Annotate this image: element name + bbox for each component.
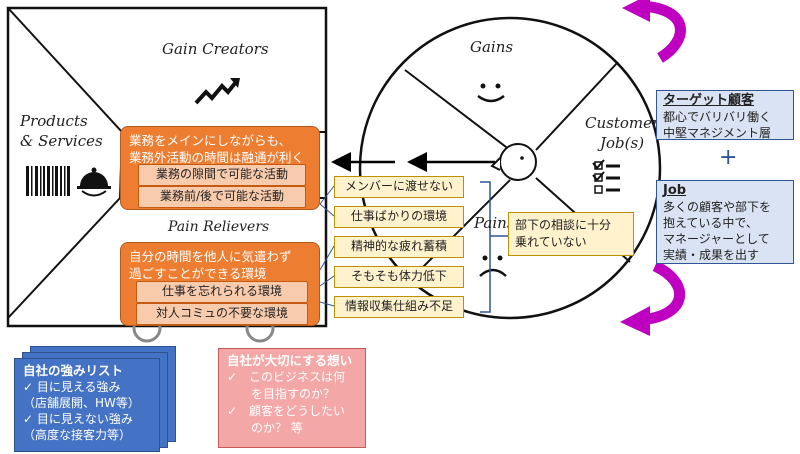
cycle-arrow-icon bbox=[620, 0, 686, 336]
job-title: Job bbox=[663, 183, 687, 198]
target-customer-box: ターゲット顧客 都心でバリバリ働く 中堅マネジメント層 bbox=[656, 90, 794, 140]
strengths-item: ✓ 目に見える強み bbox=[23, 380, 121, 394]
pain-reliever-item: 対人コミュの不要な環境 bbox=[136, 303, 308, 325]
strengths-item: ✓ 目に見えない強み bbox=[23, 412, 133, 426]
job-box: Job 多くの顧客や部下を 抱えている中で、 マネージャーとして 実績・成果を出… bbox=[656, 180, 794, 264]
jobs-label-line2: Job(s) bbox=[600, 134, 645, 152]
jobs-label-line1: Customer bbox=[585, 114, 660, 132]
gains-label: Gains bbox=[470, 38, 514, 56]
target-customer-line1: 都心でバリバリ働く bbox=[663, 110, 772, 124]
connector-lines bbox=[319, 185, 335, 307]
pain-note: 部下の相談に十分 乗れていない bbox=[508, 212, 634, 256]
smile-icon bbox=[477, 83, 505, 103]
target-customer-line2: 中堅マネジメント層 bbox=[663, 126, 772, 140]
pain-note-line2: 乗れていない bbox=[515, 235, 587, 249]
strengths-list: 自社の強みリスト ✓ 目に見える強み （店舗展開、HW等） ✓ 目に見えない強み… bbox=[14, 358, 160, 452]
strengths-title: 自社の強みリスト bbox=[23, 363, 124, 378]
beliefs-item: ✓ このビジネスは何 bbox=[227, 370, 346, 384]
plus-sign: + bbox=[719, 145, 738, 170]
target-customer-title: ターゲット顧客 bbox=[663, 93, 755, 108]
frown-icon bbox=[479, 255, 507, 277]
pain-item: 情報収集仕組み不足 bbox=[334, 296, 464, 318]
job-line2: 抱えている中で、 bbox=[663, 216, 758, 230]
pain-reliever-item: 仕事を忘れられる環境 bbox=[136, 281, 308, 303]
cloche-icon bbox=[77, 167, 111, 197]
gain-creators-label: Gain Creators bbox=[162, 40, 269, 58]
pain-reliever-line2: 過ごすことができる環境 bbox=[129, 266, 267, 281]
pains-label: Pains bbox=[474, 214, 515, 232]
pain-item: そもそも体力低下 bbox=[334, 266, 464, 288]
products-label-line1: Products bbox=[20, 112, 88, 130]
gain-chart-icon bbox=[194, 78, 240, 105]
barcode-icon bbox=[26, 166, 70, 196]
gain-creator-line2: 業務外活動の時間は融通が利く bbox=[129, 150, 305, 165]
beliefs-title: 自社が大切にする想い bbox=[227, 353, 353, 368]
job-line3: マネージャーとして bbox=[663, 232, 770, 246]
products-label-line2: & Services bbox=[20, 132, 103, 150]
pain-item: 精神的な疲れ蓄積 bbox=[334, 236, 464, 258]
pain-relievers-label: Pain Relievers bbox=[168, 219, 270, 235]
pain-note-line1: 部下の相談に十分 bbox=[515, 218, 612, 232]
job-line4: 実績・成果を出す bbox=[663, 248, 760, 262]
gain-creator-item: 業務の隙間で可能な活動 bbox=[138, 164, 306, 186]
gain-creator-item: 業務前/後で可能な活動 bbox=[138, 186, 306, 208]
job-line1: 多くの顧客や部下を bbox=[663, 200, 772, 214]
strengths-item: （高度な接客力等） bbox=[23, 428, 132, 442]
beliefs-box: 自社が大切にする想い ✓ このビジネスは何 を目指すのか？ ✓ 顧客をどうしたい… bbox=[218, 348, 366, 448]
pain-reliever-line1: 自分の時間を他人に気遣わず bbox=[129, 249, 292, 264]
pain-item: メンバーに渡せない bbox=[334, 176, 464, 198]
beliefs-item: ✓ 顧客をどうしたい bbox=[227, 404, 346, 418]
gain-creator-line1: 業務をメインにしながらも、 bbox=[129, 133, 292, 148]
checklist-icon bbox=[592, 159, 620, 194]
strengths-item: （店舗展開、HW等） bbox=[23, 396, 140, 410]
beliefs-item: のか？ 等 bbox=[227, 421, 303, 435]
beliefs-item: を目指すのか？ bbox=[227, 387, 336, 401]
pain-bracket bbox=[480, 181, 491, 313]
pain-item: 仕事ばかりの環境 bbox=[334, 206, 464, 228]
